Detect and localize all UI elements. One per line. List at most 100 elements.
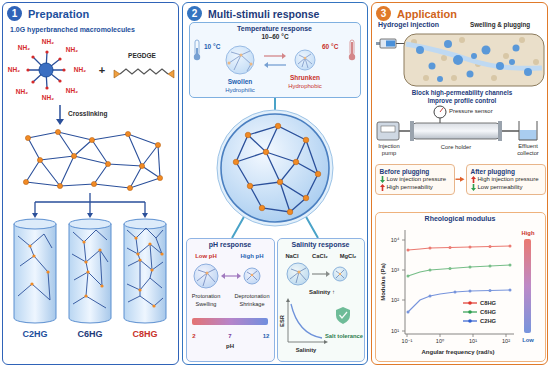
equipment-label: Injection pump — [372, 143, 406, 156]
legend-swatch — [468, 311, 472, 315]
hydrogel-cylinder — [18, 234, 52, 300]
central-hydrogel — [287, 209, 293, 215]
label-wrap: Swelling & plugging — [470, 21, 530, 28]
box-heading: Before plugging — [380, 168, 450, 175]
hydrogel-cylinder — [14, 219, 56, 229]
box-title: Temperature response — [190, 23, 360, 33]
panel-title: Multi-stimuli response — [208, 8, 319, 20]
label-wrap: C2HG — [22, 329, 47, 339]
porous-medium — [496, 62, 504, 70]
legend-entry: C6HG — [463, 309, 496, 316]
effect-label: Block high-permeability channels — [412, 89, 512, 96]
scale-tick: 7 — [228, 333, 231, 340]
central-hydrogel — [236, 126, 318, 212]
polymer-network — [91, 181, 96, 186]
step-badge: 1 — [7, 6, 22, 21]
porous-medium — [429, 63, 436, 70]
hydrogel-cylinder — [84, 294, 87, 297]
panel-title: Application — [397, 8, 457, 20]
label-wrap: Injection pump — [372, 143, 406, 156]
label-wrap: 10⁰ — [436, 338, 444, 344]
legend-swatch — [463, 318, 477, 324]
porous-medium — [533, 59, 539, 65]
label-wrap: 10⁴ — [391, 237, 399, 243]
porous-medium — [423, 75, 429, 81]
state-label: Hydrophobic — [288, 83, 322, 90]
label-wrap: 10¹ — [469, 338, 477, 344]
central-hydrogel — [315, 171, 321, 177]
plus-sign: + — [99, 64, 105, 77]
arrow-head — [460, 177, 465, 182]
central-hydrogel — [233, 159, 239, 165]
axis-label: Salinity — [296, 347, 317, 354]
label-wrap: 10¹ — [391, 328, 399, 334]
legend-swatch — [468, 302, 472, 306]
legend-entry: C2HG — [463, 318, 496, 325]
label-wrap: 2 — [192, 333, 195, 340]
scale-tick: 2 — [192, 333, 195, 340]
hydrogel-cylinder — [82, 240, 85, 243]
salt-label: MgCl₂ — [340, 253, 357, 260]
porous-medium — [404, 34, 544, 86]
box-title: Rheological modulus — [376, 213, 545, 223]
crosslinker-molecule — [168, 70, 174, 78]
equipment-label: Pressure sensor — [449, 108, 493, 115]
legend-entry: C8HG — [463, 300, 496, 307]
label-wrap: Salt tolerance — [324, 333, 364, 340]
macromolecule — [31, 55, 34, 58]
porous-medium — [451, 75, 457, 81]
scale-label: High — [522, 230, 535, 237]
core-flood-setup — [434, 106, 446, 118]
label-wrap: MgCl₂ — [340, 253, 357, 260]
polymer-network — [37, 157, 42, 162]
hydrogel-cylinder — [28, 244, 31, 247]
process-arrow — [32, 105, 148, 218]
core-flood-setup — [377, 106, 537, 141]
panel-header: 2Multi-stimuli response — [183, 3, 367, 21]
label-wrap: NH₂ — [18, 44, 30, 51]
process-arrow — [56, 119, 64, 125]
syringe — [376, 42, 380, 45]
hydrogel-cylinder — [28, 244, 49, 285]
sample-label: C6HG — [77, 329, 102, 339]
crosslinker-molecule — [120, 69, 168, 74]
hydrogel-cylinder — [138, 258, 141, 261]
scale-label: Low — [522, 337, 534, 344]
central-hydrogel — [233, 123, 321, 215]
polymer-network — [139, 163, 144, 168]
process-arrow — [32, 213, 38, 218]
hydrogel-cylinder — [134, 236, 163, 307]
legend-text: C8HG — [480, 300, 496, 307]
trend-arrow — [380, 184, 385, 191]
label-wrap: PEGDGE — [128, 52, 156, 59]
label-wrap: 1.0G hyperbranched macromolecules — [10, 26, 135, 34]
panel-title: Preparation — [28, 8, 89, 20]
porous-medium — [519, 37, 525, 43]
chart-box: Rheological modulus — [375, 212, 546, 362]
hydrogel-cylinder — [32, 254, 35, 257]
label-wrap: 10⁻¹ — [402, 338, 413, 344]
axis-title: Modulus (Pa) — [380, 263, 387, 301]
amine-group: NH₂ — [42, 94, 54, 101]
process-label: Protonation — [192, 293, 221, 299]
central-hydrogel — [263, 149, 269, 155]
label-wrap: Pressure sensor — [449, 108, 493, 115]
label-wrap: 7 — [228, 333, 231, 340]
callout-label: Swelling & plugging — [470, 21, 530, 28]
porous-medium — [453, 55, 463, 65]
panel-header: 1 Preparation — [3, 3, 178, 21]
status-row: High permeability — [380, 184, 450, 191]
hydrogel-cylinder — [100, 284, 103, 287]
label-wrap: NH₂ — [66, 87, 78, 94]
label-wrap: Salinity ↑ — [309, 289, 335, 296]
core-flood-setup — [440, 118, 441, 123]
macromolecule — [62, 68, 65, 71]
axis-label: pH — [226, 343, 234, 350]
central-hydrogel — [303, 195, 309, 201]
porous-medium — [444, 40, 452, 48]
panel-header: 3Application — [372, 3, 547, 21]
label-wrap: CaCl₂ — [312, 253, 328, 260]
hydrogel-cylinder — [138, 288, 141, 291]
trend-arrow — [471, 184, 476, 191]
